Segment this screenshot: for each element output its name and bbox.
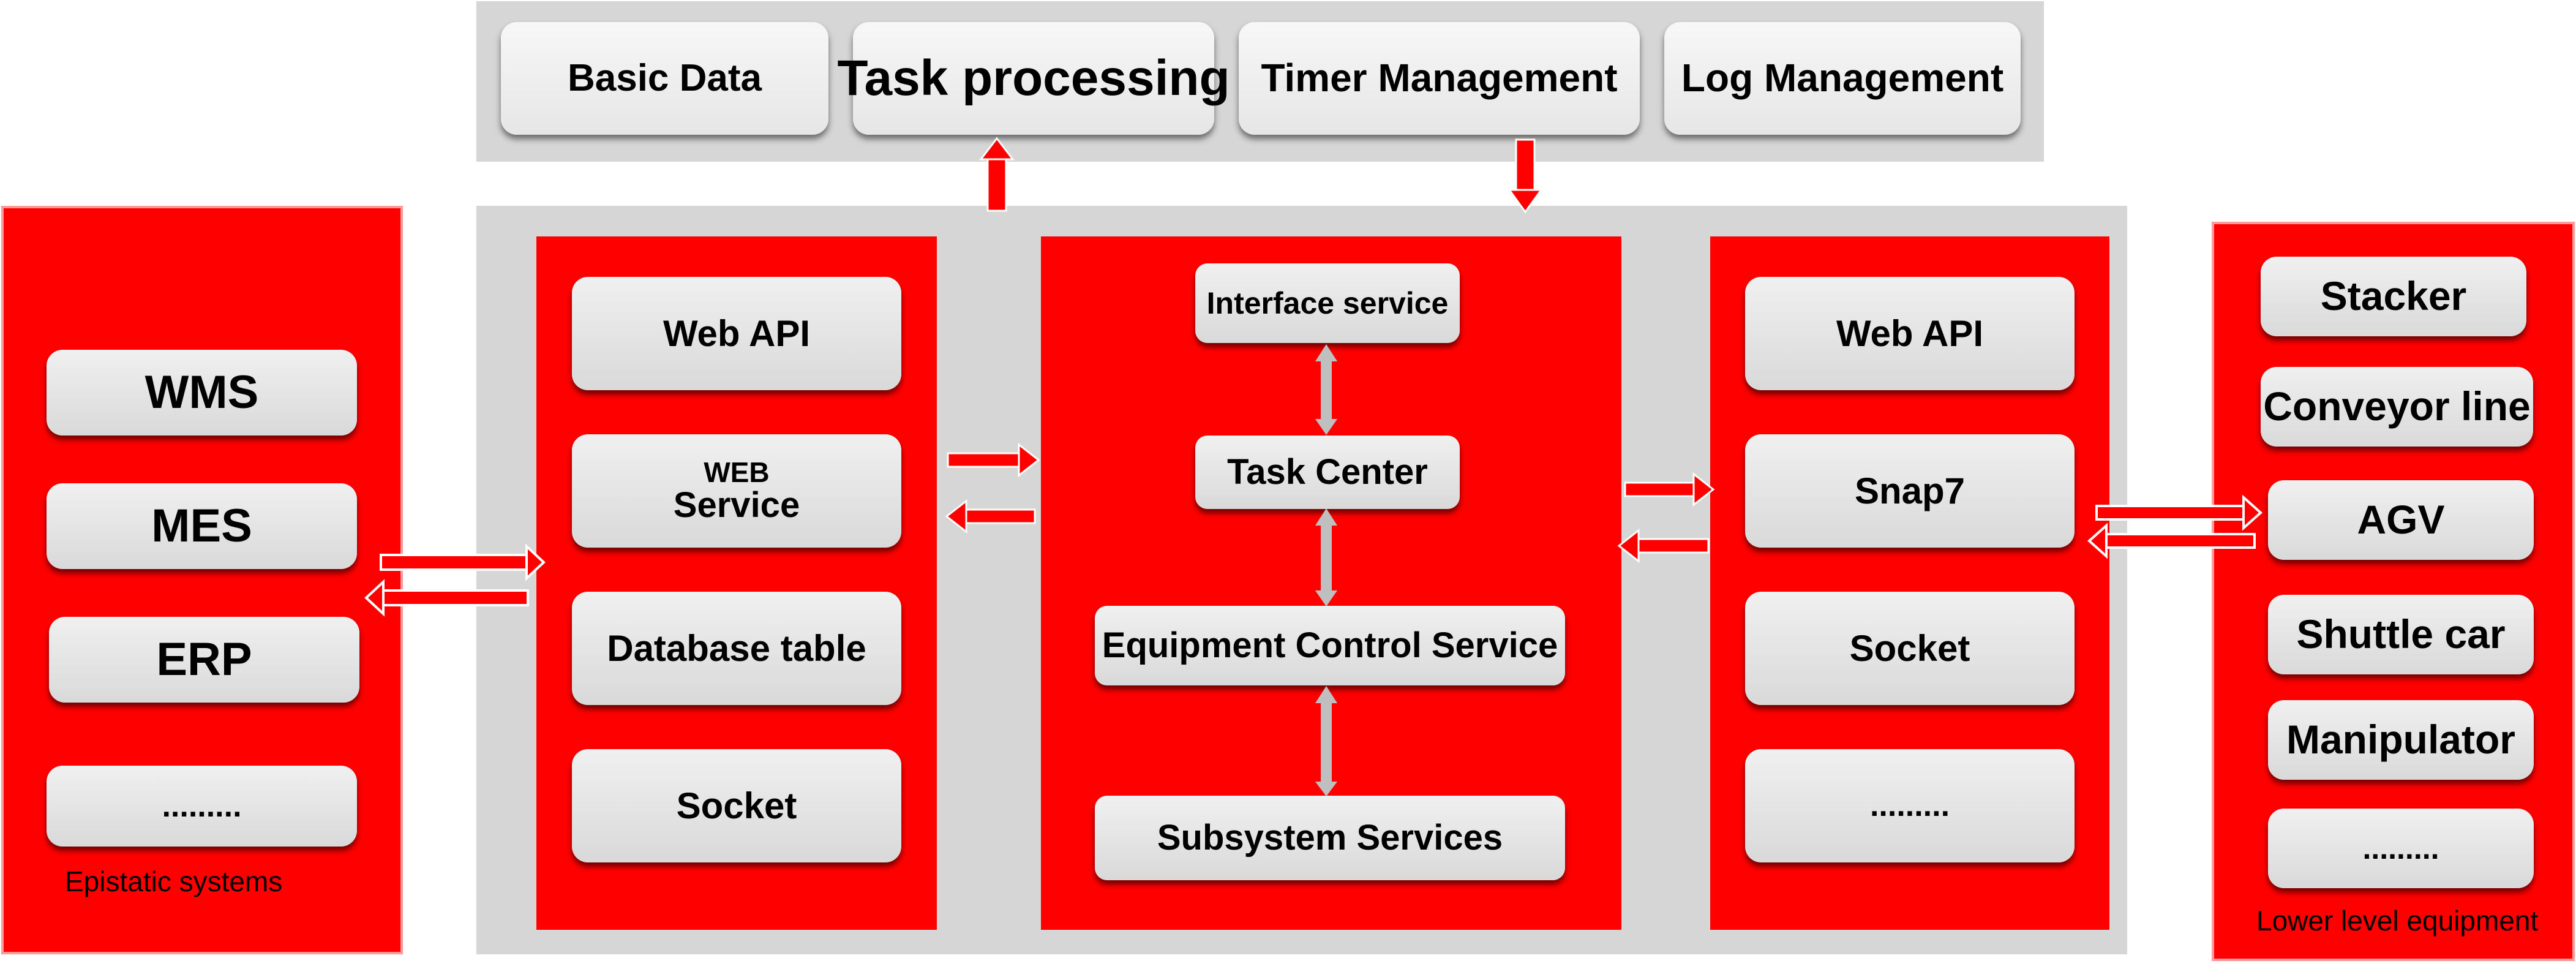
web-service-box: WEB Service xyxy=(572,434,901,548)
mes-box: MES xyxy=(47,483,357,569)
agv-label: AGV xyxy=(2357,497,2445,543)
lower-equipment-more-label: ......... xyxy=(2362,831,2439,866)
right-more-label: ......... xyxy=(1869,788,1950,824)
shuttle-car-label: Shuttle car xyxy=(2296,611,2506,657)
subsystem-services-box: Subsystem Services xyxy=(1095,796,1565,880)
database-table-box: Database table xyxy=(572,592,901,705)
upper-systems-more-box: ......... xyxy=(47,766,357,847)
task-center-box: Task Center xyxy=(1195,436,1460,509)
equipment-control-service-label: Equipment Control Service xyxy=(1102,625,1558,665)
wms-box: WMS xyxy=(47,350,357,436)
erp-box: ERP xyxy=(49,617,359,703)
web-service-label-line2: Service xyxy=(673,485,800,526)
mes-label: MES xyxy=(151,500,252,553)
right-web-api-label: Web API xyxy=(1836,313,1984,354)
equipment-control-service-box: Equipment Control Service xyxy=(1095,606,1565,685)
web-service-label-line1: WEB xyxy=(704,456,770,488)
log-management-label: Log Management xyxy=(1681,56,2004,100)
interface-service-label: Interface service xyxy=(1206,285,1449,320)
timer-management-label: Timer Management xyxy=(1261,56,1618,100)
left-web-api-box: Web API xyxy=(572,277,901,390)
snap7-box: Snap7 xyxy=(1745,434,2075,548)
right-socket-label: Socket xyxy=(1849,628,1970,669)
upper-systems-more-label: ......... xyxy=(162,788,242,824)
left-socket-label: Socket xyxy=(676,785,797,826)
task-processing-label: Task processing xyxy=(837,50,1230,106)
subsystem-services-label: Subsystem Services xyxy=(1157,817,1503,858)
shuttle-car-box: Shuttle car xyxy=(2268,595,2534,674)
lower-equipment-more-box: ......... xyxy=(2268,809,2534,888)
database-table-label: Database table xyxy=(607,628,866,669)
manipulator-label: Manipulator xyxy=(2286,717,2515,763)
erp-label: ERP xyxy=(156,633,252,686)
left-socket-box: Socket xyxy=(572,749,901,862)
snap7-label: Snap7 xyxy=(1854,470,1966,511)
left-web-api-label: Web API xyxy=(663,313,811,354)
task-center-label: Task Center xyxy=(1227,451,1428,492)
stacker-label: Stacker xyxy=(2320,273,2467,319)
log-management-box: Log Management xyxy=(1664,22,2021,135)
interface-service-box: Interface service xyxy=(1195,263,1460,343)
lower-equipment-caption: Lower level equipment xyxy=(2256,905,2539,937)
right-web-api-box: Web API xyxy=(1745,277,2075,390)
conveyor-line-box: Conveyor line xyxy=(2261,367,2533,447)
stacker-box: Stacker xyxy=(2261,257,2526,336)
timer-management-box: Timer Management xyxy=(1239,22,1640,135)
basic-data-label: Basic Data xyxy=(567,57,762,100)
manipulator-box: Manipulator xyxy=(2268,700,2534,780)
agv-box: AGV xyxy=(2268,480,2534,560)
right-more-box: ......... xyxy=(1745,749,2075,862)
epistatic-systems-caption: Epistatic systems xyxy=(65,866,283,897)
task-processing-box: Task processing xyxy=(837,22,1230,135)
wms-label: WMS xyxy=(145,366,259,419)
conveyor-line-label: Conveyor line xyxy=(2263,383,2531,429)
basic-data-box: Basic Data xyxy=(501,22,828,135)
right-socket-box: Socket xyxy=(1745,592,2075,705)
